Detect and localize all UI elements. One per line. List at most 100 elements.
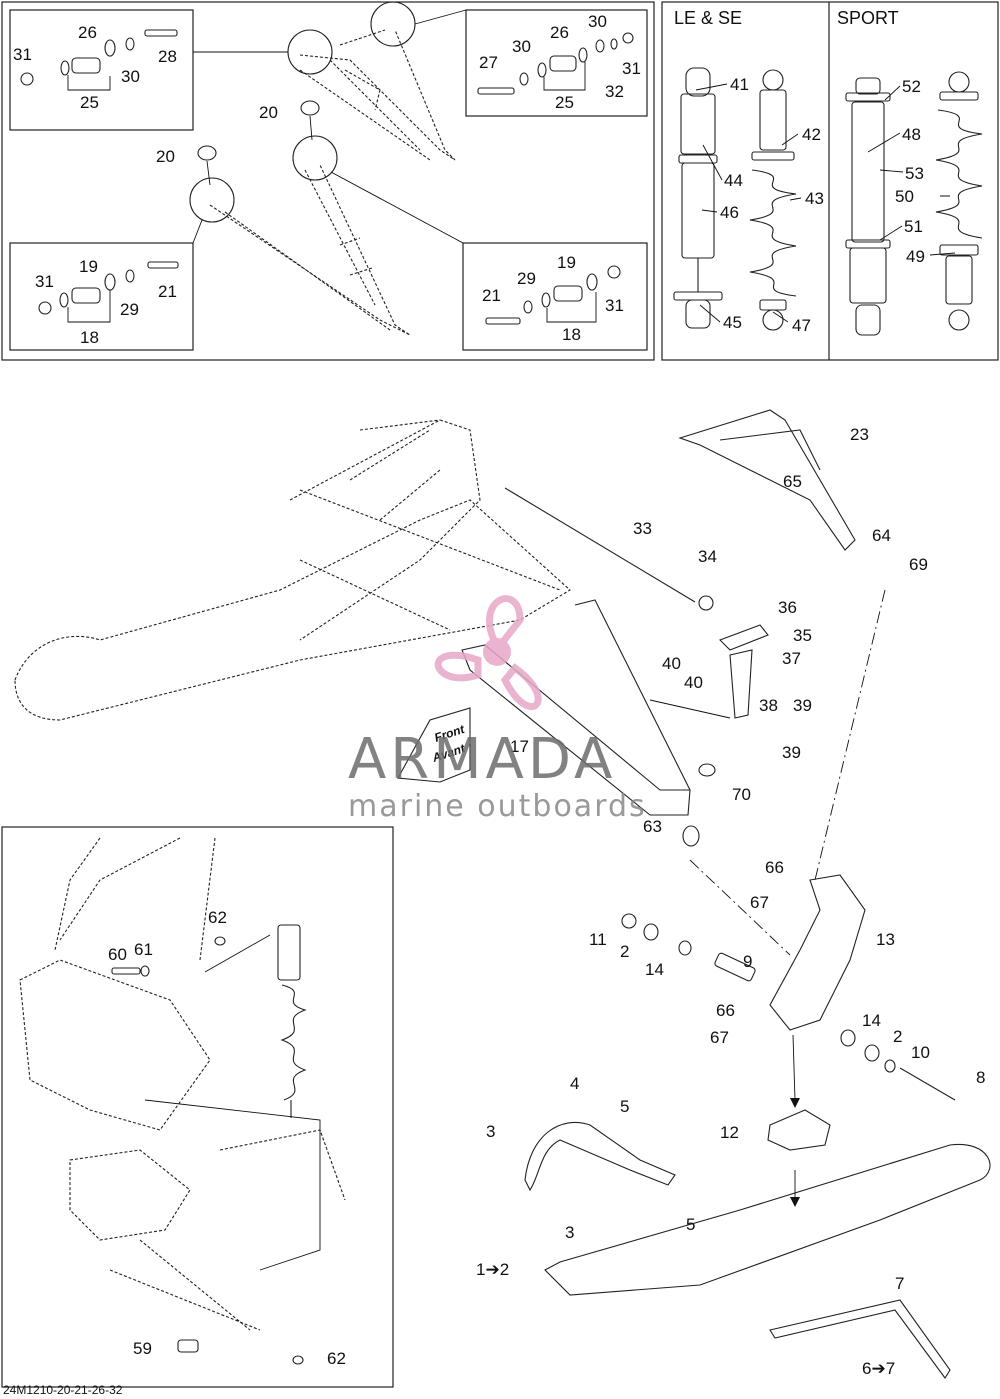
- callout: 41: [730, 75, 749, 94]
- drawing-code: 24M1210-20-21-26-32: [3, 1383, 123, 1397]
- callout: 1➔2: [476, 1260, 509, 1279]
- panel-title-le-se: LE & SE: [674, 8, 742, 28]
- callout: 38: [759, 696, 778, 715]
- callout: 67: [750, 893, 769, 912]
- callout: 44: [724, 171, 743, 190]
- callout: 45: [723, 313, 742, 332]
- hardware-inset-1: [20, 29, 178, 91]
- callout: 2: [620, 942, 629, 961]
- callout: 10: [911, 1043, 930, 1062]
- callout: 46: [720, 203, 739, 222]
- callout: 67: [710, 1028, 729, 1047]
- callout: 39: [793, 696, 812, 715]
- callout: 23: [850, 425, 869, 444]
- callout: 29: [120, 300, 139, 319]
- callout: 21: [158, 282, 177, 301]
- callout: 27: [479, 53, 498, 72]
- callout: 60: [108, 945, 127, 964]
- callout: 30: [121, 67, 140, 86]
- callout: 20: [259, 103, 278, 122]
- callout: 59: [133, 1339, 152, 1358]
- callout: 65: [783, 472, 802, 491]
- callout: 6➔7: [862, 1359, 895, 1378]
- callout: 28: [158, 47, 177, 66]
- callout: 35: [793, 626, 812, 645]
- callout: 53: [905, 164, 924, 183]
- armada-watermark: ARMADA marine outboards: [348, 595, 647, 824]
- callout: 31: [13, 45, 32, 64]
- callout: 30: [588, 12, 607, 31]
- callout: 11: [589, 930, 607, 949]
- callout: 12: [720, 1123, 739, 1142]
- panel-frame: [1, 1, 655, 361]
- callout: 66: [716, 1001, 735, 1020]
- hardware-inset-4: [485, 265, 621, 325]
- callout: 33: [633, 519, 652, 538]
- callout: 14: [645, 960, 664, 979]
- callout: 47: [792, 316, 811, 335]
- callout: 18: [562, 325, 581, 344]
- upper-a-arm-23: [678, 409, 856, 551]
- callout: 64: [872, 526, 891, 545]
- callout: 42: [802, 125, 821, 144]
- le-se-coil-shock: [749, 69, 797, 331]
- callout: 32: [605, 82, 624, 101]
- callout: 2: [893, 1027, 902, 1046]
- callout: 5: [686, 1215, 695, 1234]
- callout: 29: [517, 269, 536, 288]
- upper-a-arm-panel: 31 26 30 28 25 27 30 26 30 31 32 25 20 2…: [1, 1, 655, 361]
- assembled-suspension-sketch: [14, 419, 571, 721]
- callout: 31: [35, 272, 54, 291]
- callout: 48: [902, 125, 921, 144]
- callout: 19: [79, 257, 98, 276]
- callout: 66: [765, 858, 784, 877]
- callout: 62: [208, 908, 227, 927]
- callout: 50: [895, 187, 914, 206]
- callout: 34: [698, 547, 717, 566]
- sport-shock-body: [845, 77, 891, 336]
- callout: 40: [684, 673, 703, 692]
- watermark-brand: ARMADA: [348, 727, 616, 792]
- callout: 39: [782, 743, 801, 762]
- inset-box-top-right: [465, 9, 648, 117]
- callout: 25: [80, 93, 99, 112]
- callout: 3: [565, 1223, 574, 1242]
- callout: 63: [643, 817, 662, 836]
- hardware-inset-3: [38, 261, 179, 323]
- callout: 4: [570, 1074, 579, 1093]
- callout: 61: [134, 940, 153, 959]
- callout: 25: [555, 93, 574, 112]
- callout: 19: [557, 253, 576, 272]
- bolt-8: [899, 1067, 956, 1101]
- callout: 31: [622, 59, 641, 78]
- sway-bar-33: [504, 487, 696, 603]
- sport-coil-shock: [935, 71, 983, 331]
- callout: 70: [732, 785, 751, 804]
- wear-pad-12: [767, 1109, 831, 1151]
- shock-absorber-panel: LE & SE SPORT: [661, 1, 999, 361]
- watermark-tagline: marine outboards: [348, 789, 647, 824]
- callout: 9: [743, 952, 752, 971]
- callout: 43: [805, 189, 824, 208]
- callout: 51: [904, 217, 923, 236]
- panel-frame: [1, 826, 394, 1388]
- callout: 21: [482, 286, 501, 305]
- propeller-logo: [434, 595, 542, 711]
- callout: 3: [486, 1122, 495, 1141]
- callout: 26: [550, 23, 569, 42]
- callout: 18: [80, 328, 99, 347]
- panel-title-sport: SPORT: [837, 8, 899, 28]
- spindle-13: [769, 874, 866, 1031]
- ski: [544, 1143, 991, 1296]
- panel-frame: [661, 1, 999, 361]
- callout: 52: [902, 77, 921, 96]
- lower-a-arm-sketch: [189, 135, 411, 336]
- callout: 62: [327, 1349, 346, 1368]
- callout: 20: [156, 147, 175, 166]
- inset-box-bottom-right: [462, 242, 648, 351]
- callout: 40: [662, 654, 681, 673]
- main-assembly: Front Avant 23 65 64 69 33 34 36 35 40 3…: [14, 409, 991, 1379]
- washer-20-top: [300, 100, 320, 116]
- callout: 49: [906, 247, 925, 266]
